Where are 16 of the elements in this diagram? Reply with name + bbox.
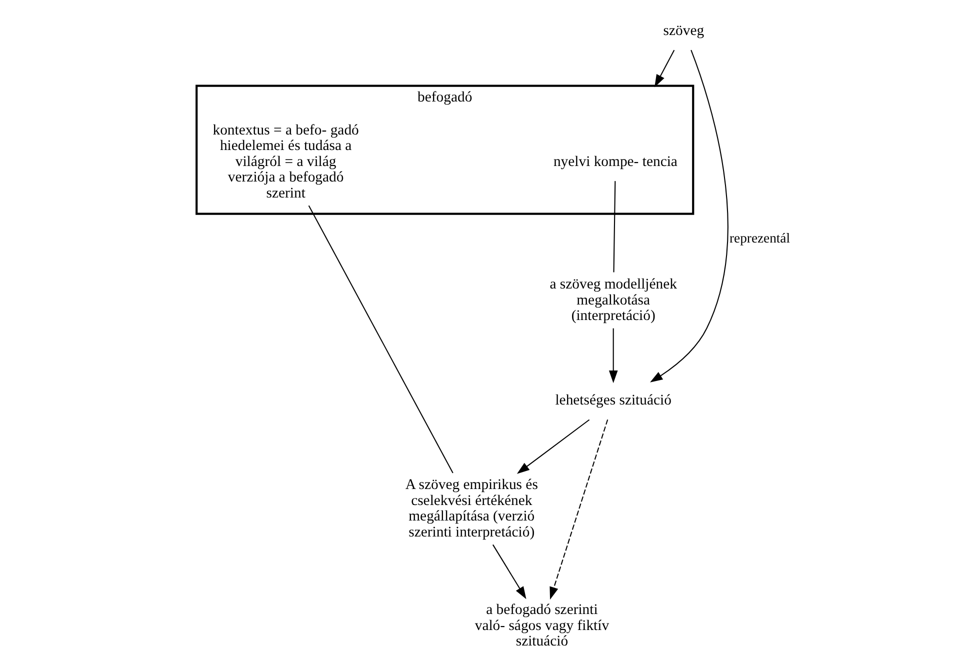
node-text: nyelvi kompe- tencia: [553, 154, 678, 170]
node-text: a szöveg modelljének megalkotása (interpretáció): [550, 276, 677, 324]
node-text: szöveg: [663, 23, 704, 40]
edge-label: reprezentál: [730, 230, 790, 246]
node-text: A szöveg empirikus és cselekvési értékének megállapítása (verzió szerinti interpretáció): [405, 477, 538, 540]
arrow: [492, 544, 526, 600]
node-text: kontextus = a befo- gadó hiedelemei és tudása a világról = a világ verziója a befogadó szerint: [212, 122, 359, 202]
arrow: [650, 50, 728, 382]
arrow: [654, 50, 675, 88]
node-text: a befogadó szerinti való- ságos vagy fiktív szituáció: [474, 602, 610, 650]
arrow: [516, 419, 590, 474]
arrow: [608, 328, 618, 384]
connector: [308, 205, 454, 474]
node-text: lehetséges szituáció: [555, 392, 672, 409]
connector: [613, 181, 616, 272]
arrow: [550, 419, 608, 600]
